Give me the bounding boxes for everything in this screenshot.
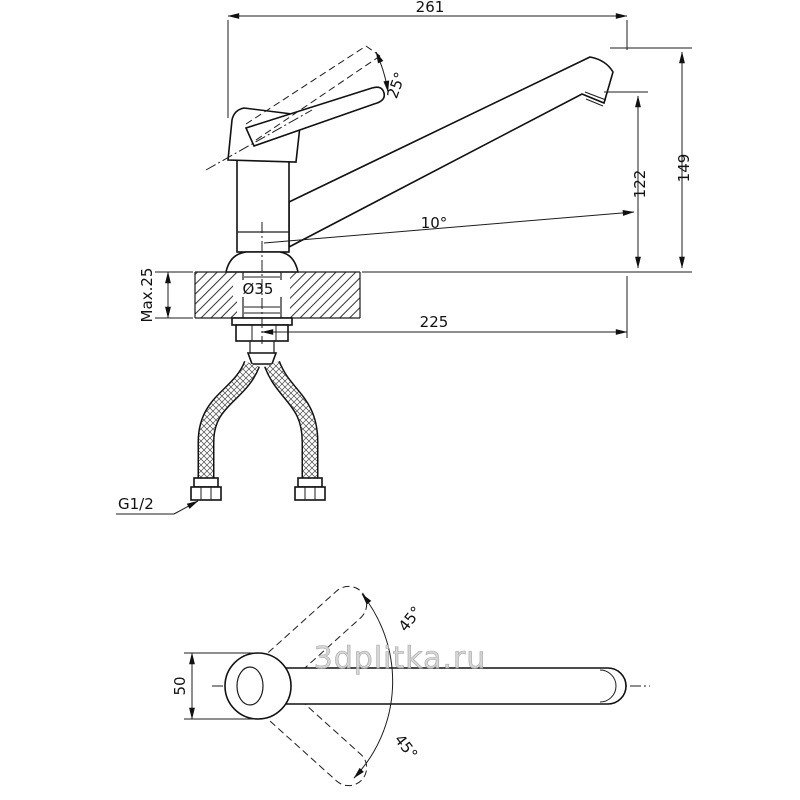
spout-outline [288, 56, 614, 249]
dim-swivel-upper: 45° [395, 603, 426, 635]
dim-hole-bg [233, 280, 283, 297]
faucet-body-outline [225, 159, 299, 273]
dim-reach-lines [261, 222, 628, 344]
spout-incline-line [263, 210, 635, 244]
dim-height-to-aerator: 122 [631, 170, 649, 199]
dim-height-lines [362, 47, 692, 273]
dim-overall-length-lines [227, 13, 628, 118]
hose-left [190, 360, 260, 501]
dim-overall-length: 261 [416, 0, 445, 16]
dim-mount-hole-diameter: Ø35 [243, 280, 274, 298]
dim-spout-reach: 225 [420, 313, 449, 331]
hose-right [264, 360, 326, 501]
dim-spout-incline-angle: 10° [421, 214, 448, 232]
handle-lever-outline [205, 45, 390, 171]
dim-connection-thread: G1/2 [118, 495, 154, 513]
dim-body-width-lines [184, 652, 256, 720]
dim-max-deck-thickness: Max.25 [138, 268, 156, 323]
top-view-body [224, 652, 292, 720]
swivel-arc [353, 593, 394, 779]
side-view: 25° Ø35 [116, 0, 693, 515]
top-view: 45° 45° 50 [171, 585, 650, 787]
countertop-section [194, 271, 361, 319]
dim-handle-lift-angle: 25° [383, 70, 409, 101]
thread-callout-lines [116, 500, 199, 515]
dim-swivel-lower: 45° [391, 731, 422, 763]
dim-deck-lines [155, 271, 193, 319]
dim-height-to-top: 149 [675, 154, 693, 183]
dim-body-diameter: 50 [171, 676, 189, 695]
watermark-text: 3dplitka.ru [314, 641, 487, 676]
